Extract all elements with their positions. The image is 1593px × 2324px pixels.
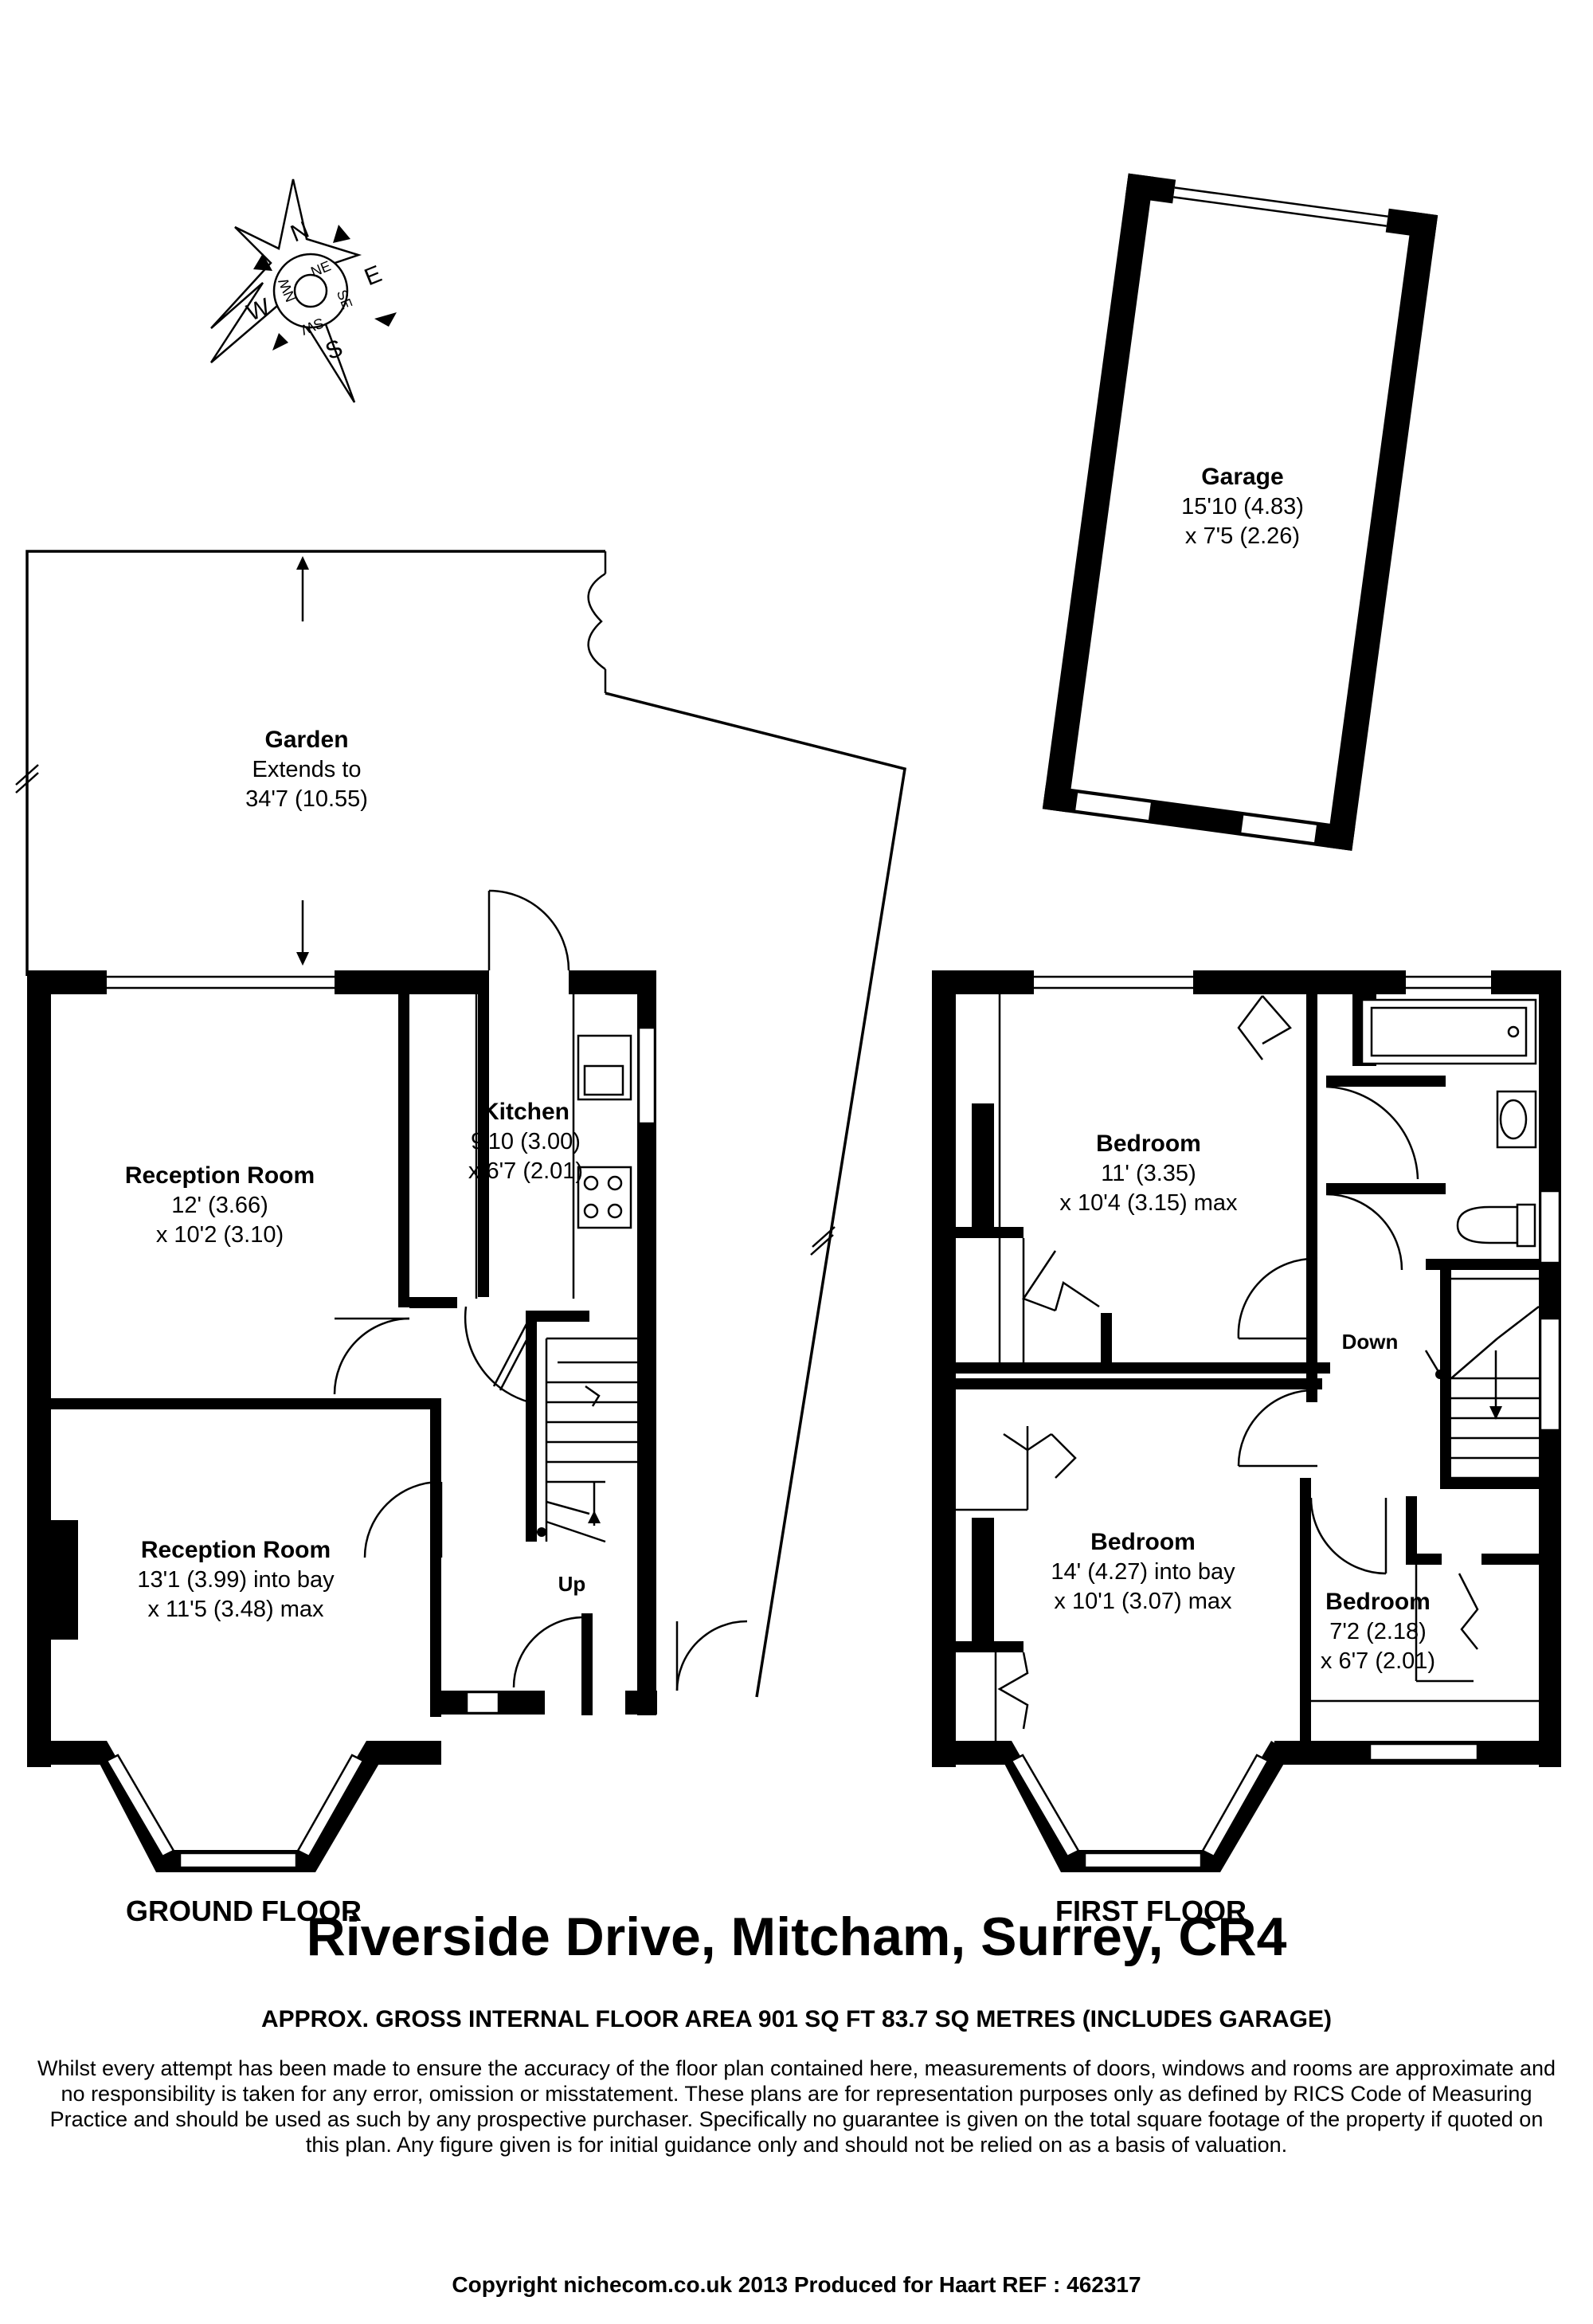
garage-dim2: x 7'5 (2.26) bbox=[1185, 523, 1300, 549]
garden-name: Garden bbox=[264, 727, 348, 753]
kitchen-name: Kitchen bbox=[482, 1099, 569, 1125]
garden-boundary bbox=[15, 550, 906, 1698]
garage-dim1: 15'10 (4.83) bbox=[1181, 494, 1304, 519]
first-floor-walls bbox=[932, 970, 1561, 1872]
reception-front-name: Reception Room bbox=[141, 1537, 331, 1563]
ground-floor-label: GROUND FLOOR bbox=[126, 1895, 362, 1927]
bedroom-rear-dim1: 11' (3.35) bbox=[1101, 1161, 1196, 1186]
garden-dim1: Extends to bbox=[252, 757, 361, 782]
property-address-title: Riverside Drive, Mitcham, Surrey, CR4 bbox=[306, 1907, 1287, 1967]
copyright-line: Copyright nichecom.co.uk 2013 Produced f… bbox=[452, 2272, 1141, 2297]
bedroom-front-dim1: 14' (4.27) into bay bbox=[1051, 1559, 1235, 1585]
bedroom-small-dim2: x 6'7 (2.01) bbox=[1321, 1648, 1435, 1674]
garage-name: Garage bbox=[1201, 464, 1283, 490]
reception-rear-dim2: x 10'2 (3.10) bbox=[156, 1222, 284, 1248]
garden-dim2: 34'7 (10.55) bbox=[245, 786, 368, 812]
stairs-up-label: Up bbox=[558, 1572, 586, 1596]
kitchen-dim1: 9'10 (3.00) bbox=[471, 1129, 581, 1154]
reception-rear-name: Reception Room bbox=[125, 1162, 315, 1189]
floor-area-summary: APPROX. GROSS INTERNAL FLOOR AREA 901 SQ… bbox=[260, 2006, 1333, 2032]
bedroom-rear-dim2: x 10'4 (3.15) max bbox=[1059, 1190, 1238, 1216]
kitchen-dim2: x 6'7 (2.01) bbox=[468, 1158, 583, 1184]
bedroom-small-dim1: 7'2 (2.18) bbox=[1329, 1619, 1427, 1644]
bedroom-front-dim2: x 10'1 (3.07) max bbox=[1054, 1589, 1232, 1614]
reception-rear-dim1: 12' (3.66) bbox=[171, 1193, 268, 1218]
compass-s: S bbox=[322, 335, 346, 365]
garage-outline bbox=[1042, 173, 1438, 851]
ground-floor-walls bbox=[27, 889, 748, 1872]
stairs-down-label: Down bbox=[1342, 1330, 1399, 1354]
first-floor-label: FIRST FLOOR bbox=[1055, 1895, 1247, 1927]
bedroom-rear-name: Bedroom bbox=[1096, 1131, 1201, 1157]
reception-front-dim1: 13'1 (3.99) into bay bbox=[137, 1567, 335, 1593]
bedroom-front-name: Bedroom bbox=[1090, 1529, 1196, 1555]
compass-rose: N E S W NE SE SW NW bbox=[209, 178, 397, 403]
disclaimer-text: Whilst every attempt has been made to en… bbox=[37, 2056, 1556, 2157]
compass-e: E bbox=[361, 261, 386, 291]
bedroom-small-name: Bedroom bbox=[1325, 1589, 1431, 1615]
reception-front-dim2: x 11'5 (3.48) max bbox=[148, 1597, 324, 1622]
